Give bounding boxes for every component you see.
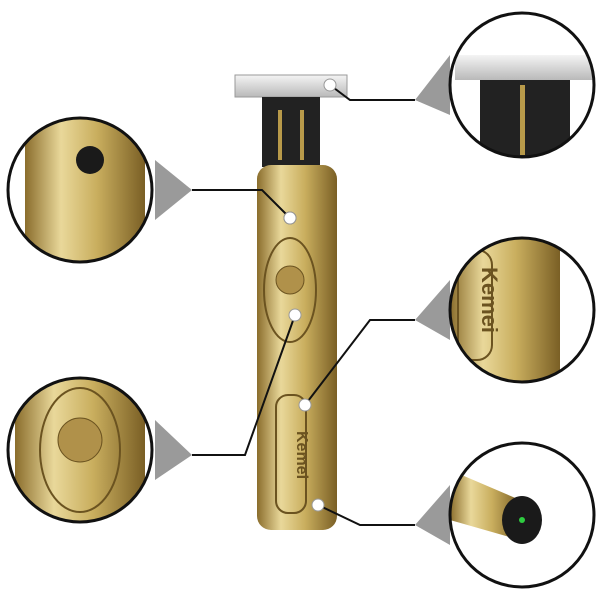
- callout-pointers: [155, 55, 450, 545]
- charging-led-icon: [519, 517, 525, 523]
- trimmer-brand-logo: Kemei: [293, 431, 310, 479]
- engraved-face-detail: [8, 378, 152, 522]
- callout-dots: [283, 78, 337, 512]
- trimmer-body: Kemei: [234, 74, 348, 530]
- charging-port-detail: [450, 443, 594, 587]
- power-button-detail: [8, 118, 152, 262]
- callout-lines: [192, 84, 415, 526]
- brand-logo-detail: Kemei: [450, 238, 594, 382]
- blade-detail: [450, 13, 594, 157]
- detail-brand-logo: Kemei: [477, 267, 502, 333]
